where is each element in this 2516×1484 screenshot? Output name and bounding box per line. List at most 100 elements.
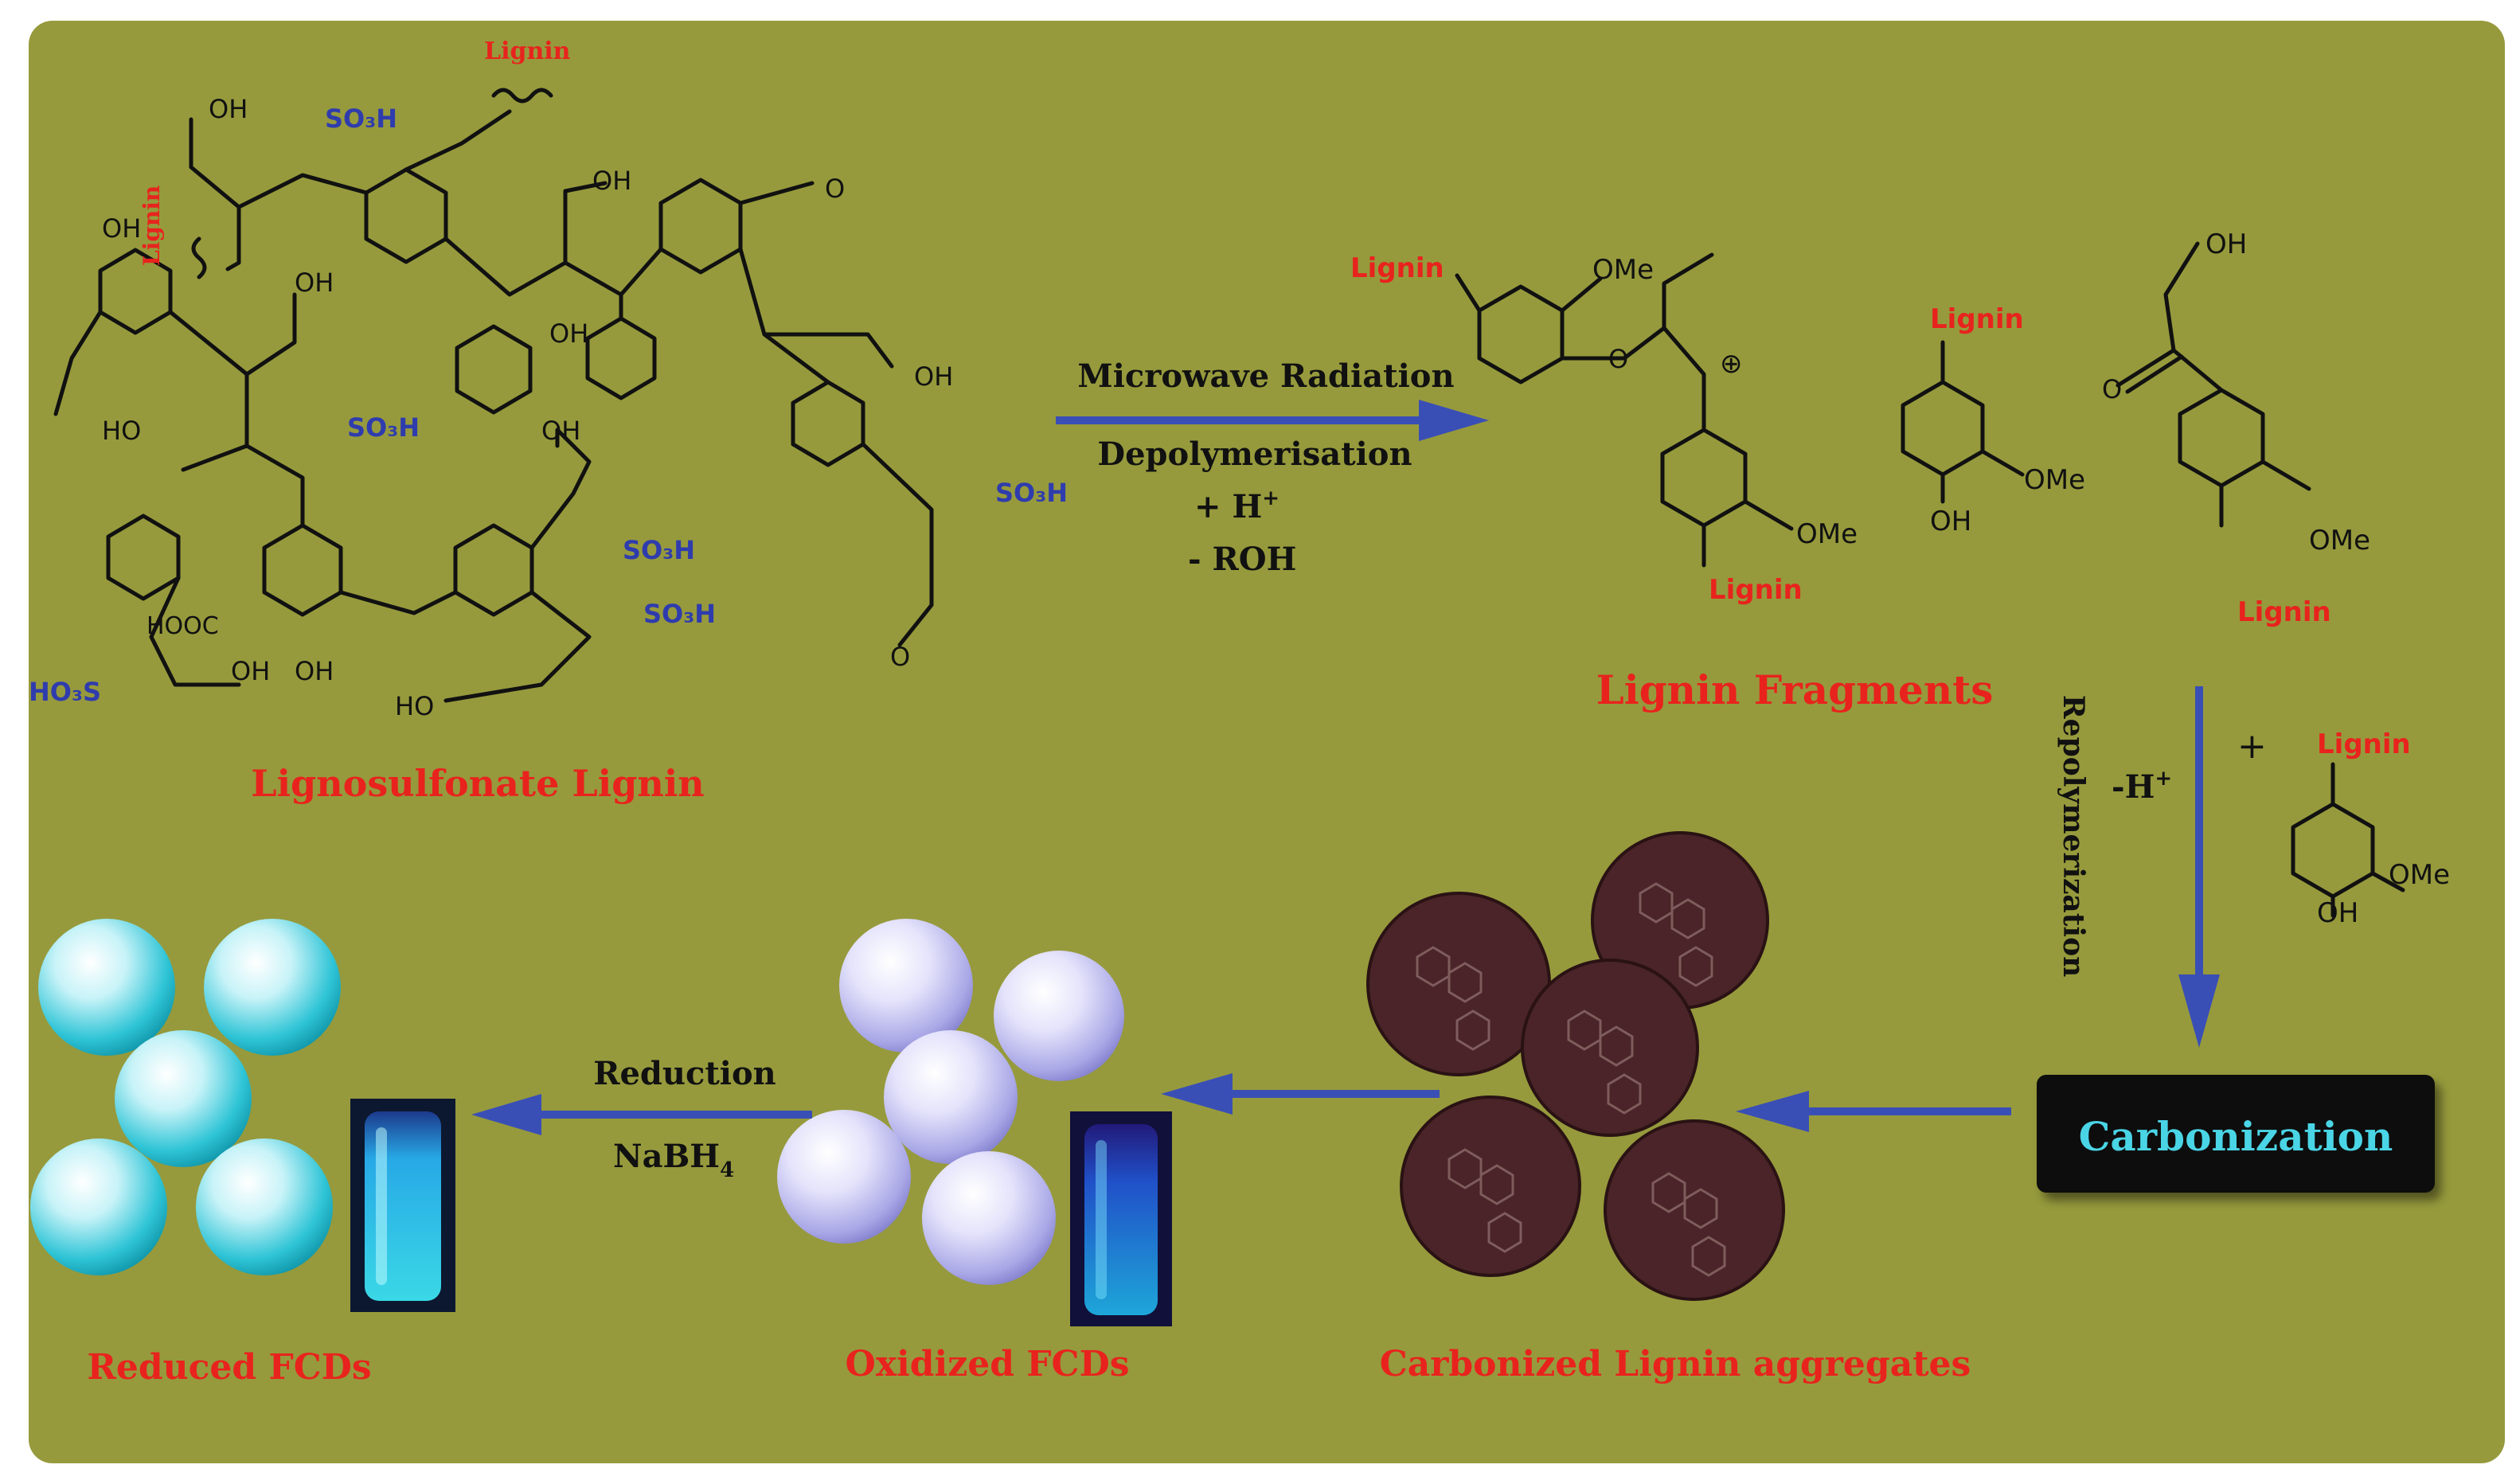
- step-microwave: Microwave Radiation: [1077, 357, 1454, 395]
- chain-3: [168, 292, 297, 377]
- label-carbonization: Carbonization: [2079, 1113, 2393, 1160]
- ring-6: [791, 380, 865, 467]
- carbonization-rect: [2037, 1075, 2435, 1193]
- chem-label-o-2: O: [825, 174, 845, 204]
- lignin-fragments: Lignin OMe O ⊕ OMe Lignin Lignin OMe OH …: [1350, 228, 2370, 628]
- chem-label-so3h-5: SO₃H: [643, 599, 716, 629]
- fragment-2-lignin: Lignin: [1930, 303, 2024, 335]
- chem-label-oh-2: OH: [592, 166, 631, 196]
- chain-16: [53, 310, 103, 416]
- chem-label-so3h-4: SO₃H: [623, 535, 695, 565]
- sphere-icon: [884, 1030, 1018, 1164]
- fragment-1-ome-a: OMe: [1592, 254, 1654, 286]
- label-fragments: Lignin Fragments: [1596, 666, 1994, 713]
- arrow-icon: [1736, 1091, 1809, 1132]
- chem-label-so3h-2: SO₃H: [347, 412, 420, 443]
- chem-label-oh-8: OH: [295, 656, 334, 686]
- arrow-icon: [1419, 400, 1489, 441]
- chain-10: [762, 332, 894, 369]
- label-reduced: Reduced FCDs: [87, 1347, 371, 1388]
- chem-label-oh-7: OH: [541, 416, 580, 446]
- step-plus-h: + H+: [1194, 486, 1279, 525]
- sphere-icon: [839, 919, 973, 1052]
- fragment-2-bond-b: [1980, 449, 2025, 477]
- fragment-4-bond-b: [2370, 871, 2405, 892]
- wavy-bond-1: [491, 88, 553, 103]
- fragment-3-chain: [2163, 241, 2224, 392]
- fragment-3-bond-a: [2260, 459, 2311, 491]
- wavy-bond-2: [191, 236, 207, 279]
- label-oxidized: Oxidized FCDs: [845, 1344, 1129, 1384]
- depolymerisation-step: Microwave Radiation Depolymerisation + H…: [1056, 357, 1489, 578]
- fragment-3-ome: OMe: [2309, 525, 2370, 556]
- ring-3: [455, 324, 533, 415]
- sphere-icon: [196, 1138, 333, 1275]
- chain-11: [861, 442, 934, 647]
- chem-label-oh-1: OH: [209, 94, 248, 124]
- chem-label-oh-3: OH: [102, 213, 141, 244]
- fragment-1-bond-b: [1560, 276, 1603, 313]
- arrow-icon: [471, 1094, 541, 1135]
- chem-label-ho-1: HO: [102, 416, 141, 446]
- ring-7: [106, 514, 181, 601]
- sphere-icon: [115, 1030, 252, 1167]
- chain-18: [738, 181, 815, 205]
- sphere-icon: [30, 1138, 167, 1275]
- chem-label-ho-2: HO: [395, 691, 434, 721]
- fragment-1-lignin-a: Lignin: [1350, 252, 1444, 284]
- vial-icon: [350, 1099, 455, 1312]
- oxidized-fcds: [777, 919, 1172, 1326]
- chem-label-lignin-top: Lignin: [484, 37, 571, 65]
- ring-8: [262, 523, 343, 617]
- fragment-1-cation: ⊕: [1720, 348, 1743, 380]
- chain-2: [225, 205, 241, 271]
- step-minus-h: -H+: [2112, 767, 2172, 806]
- sphere-icon: [777, 1110, 911, 1244]
- step-repolymerization: Repolymerization: [2057, 695, 2090, 978]
- fragment-1-bond-e: [1743, 499, 1794, 531]
- chain-14: [338, 590, 458, 615]
- fragment-3-carbonyl: [2116, 348, 2176, 388]
- label-lignosulfonate: Lignosulfonate Lignin: [251, 762, 705, 805]
- sphere-icon: [204, 919, 341, 1056]
- chem-label-oh-6: OH: [914, 361, 953, 392]
- step-reduction: Reduction: [593, 1055, 776, 1092]
- aggregate-particle: [1521, 959, 1699, 1137]
- fragment-4-ome: OMe: [2389, 859, 2450, 891]
- aggregate-particle: [1604, 1119, 1785, 1301]
- aggregate-particle: [1400, 1095, 1581, 1277]
- fragment-1-bond-a: [1455, 273, 1482, 313]
- arrow-icon: [1161, 1073, 1233, 1115]
- chain-17: [404, 109, 512, 172]
- vial-icon: [1070, 1111, 1172, 1326]
- carbonization-box: [2037, 1075, 2435, 1193]
- chem-label-oh-9: OH: [231, 656, 270, 686]
- fragment-3-oh: OH: [2205, 228, 2247, 260]
- reduction-step: Reduction NaBH4: [471, 1055, 812, 1182]
- carbonized-aggregates: [1366, 831, 1785, 1301]
- step-minus-roh: - ROH: [1188, 541, 1296, 578]
- lignosulfonate-structure: Lignin Lignin OH SO₃H OH OH OH OH OH HO …: [29, 37, 1068, 721]
- fragment-3-carbonyl-double: [2125, 354, 2184, 394]
- step-nabh: NaBH4: [613, 1138, 734, 1182]
- fragment-3-lignin: Lignin: [2237, 596, 2331, 628]
- sphere-icon: [922, 1151, 1056, 1285]
- chem-label-oh-4: OH: [295, 268, 334, 298]
- fragment-1-bond-d: [1662, 326, 1706, 432]
- reduced-fcds: [30, 919, 455, 1312]
- step-plus-sign: +: [2237, 726, 2267, 767]
- step-depolymerisation: Depolymerisation: [1097, 435, 1412, 473]
- chain-8: [619, 247, 663, 297]
- chain-5: [244, 443, 305, 528]
- chain-12: [529, 428, 592, 550]
- sphere-icon: [994, 951, 1124, 1081]
- fragment-3-o: O: [2102, 374, 2122, 404]
- fragment-1-lignin-b: Lignin: [1709, 574, 1803, 606]
- chem-label-lignin-side: Lignin: [139, 186, 165, 266]
- ring-2: [98, 248, 173, 335]
- ring-5: [585, 316, 657, 400]
- chem-label-hooc: HOOC: [147, 612, 219, 640]
- sphere-icon: [38, 919, 175, 1056]
